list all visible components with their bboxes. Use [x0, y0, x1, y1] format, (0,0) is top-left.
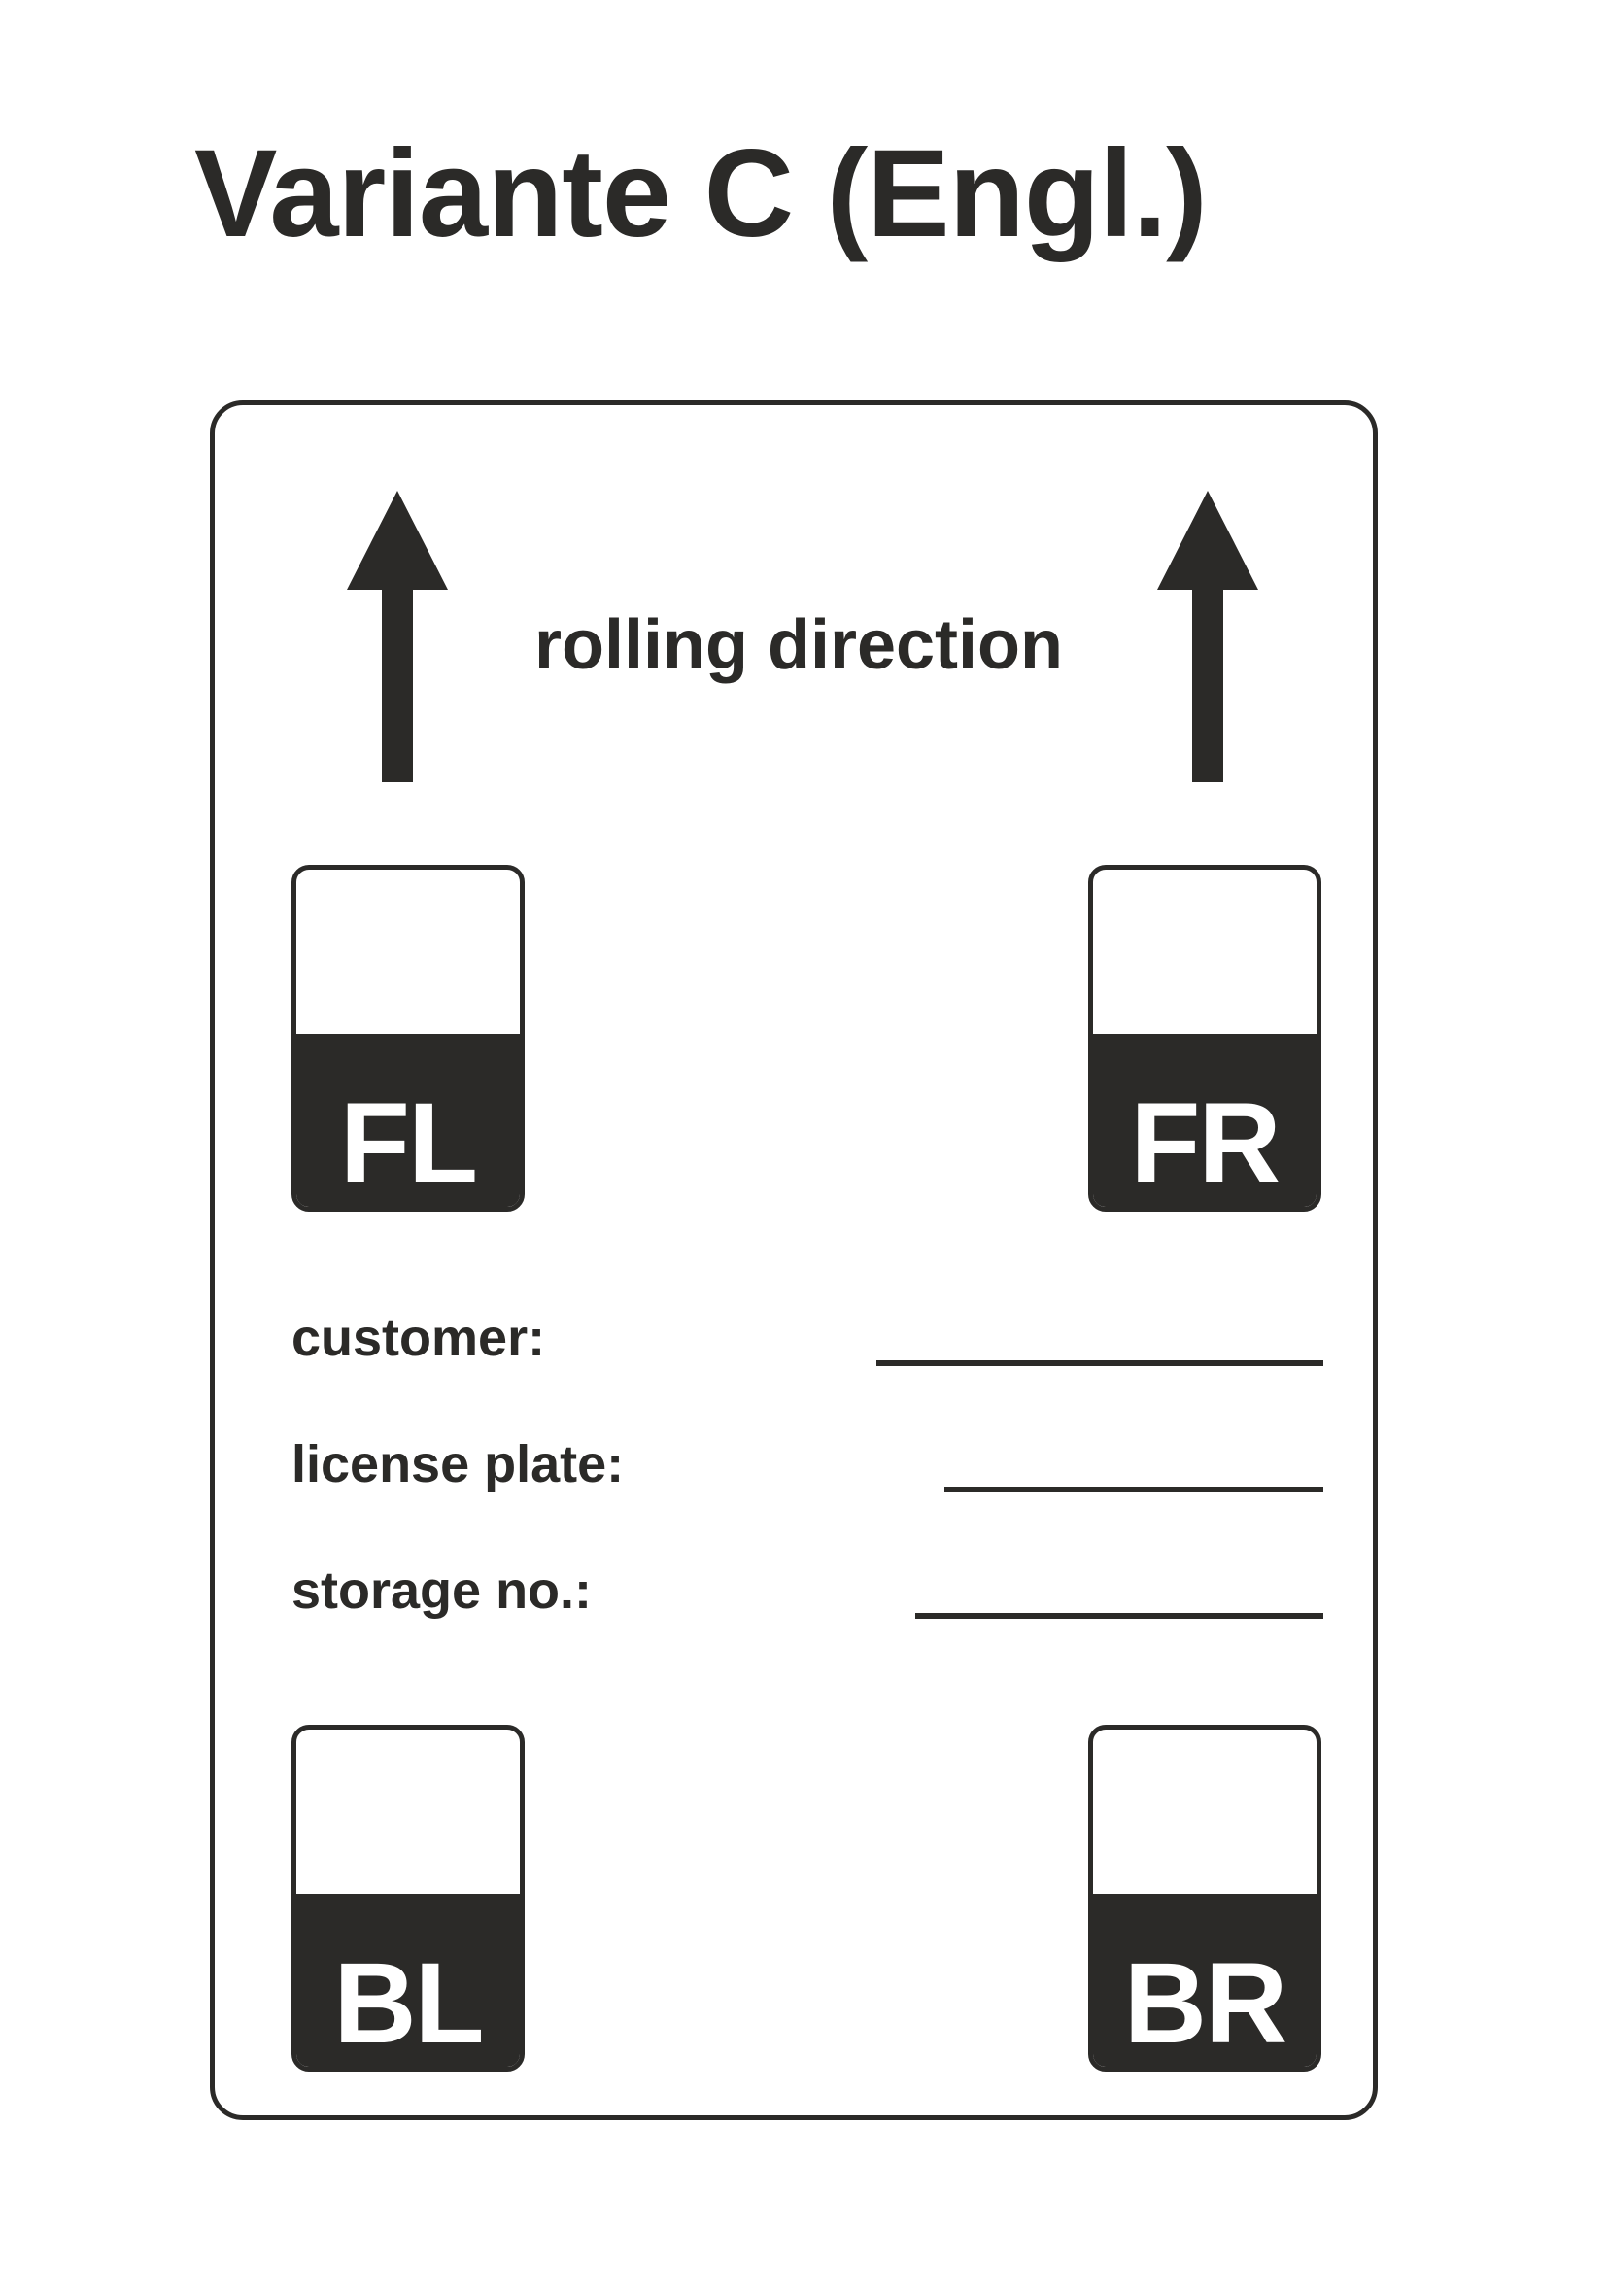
- wheel-box-fill: [296, 1894, 520, 2067]
- wheel-box-back-left[interactable]: BL: [291, 1725, 525, 2072]
- wheel-box-fill: [1093, 1034, 1317, 1207]
- field-row-license-plate: license plate:: [291, 1430, 1323, 1557]
- wheel-box-back-right[interactable]: BR: [1088, 1725, 1321, 2072]
- label-card: rolling direction FL FR BL BR customer: …: [210, 400, 1378, 2120]
- arrow-up-icon-right: [1157, 491, 1258, 782]
- field-input-license-plate[interactable]: [944, 1487, 1323, 1492]
- wheel-box-fill: [296, 1034, 520, 1207]
- wheel-box-front-right[interactable]: FR: [1088, 865, 1321, 1212]
- wheel-box-code: BL: [333, 1939, 484, 2068]
- rolling-direction-band: rolling direction: [215, 405, 1383, 813]
- field-label-customer: customer:: [291, 1309, 546, 1367]
- wheel-box-code: FR: [1130, 1079, 1281, 1208]
- rolling-direction-label: rolling direction: [533, 606, 1063, 684]
- wheel-box-code: BR: [1123, 1939, 1287, 2068]
- wheel-box-code: FL: [339, 1079, 478, 1208]
- field-row-customer: customer:: [291, 1304, 1323, 1430]
- field-input-customer[interactable]: [876, 1360, 1323, 1366]
- wheel-box-fill: [1093, 1894, 1317, 2067]
- field-input-storage-no[interactable]: [915, 1613, 1323, 1619]
- field-label-storage-no: storage no.:: [291, 1561, 593, 1620]
- wheel-box-front-left[interactable]: FL: [291, 865, 525, 1212]
- field-row-storage-no: storage no.:: [291, 1557, 1323, 1683]
- field-label-license-plate: license plate:: [291, 1435, 625, 1493]
- arrow-up-icon-left: [347, 491, 448, 782]
- form-fields: customer: license plate: storage no.:: [291, 1304, 1323, 1683]
- page-title: Variante C (Engl.): [194, 124, 1208, 263]
